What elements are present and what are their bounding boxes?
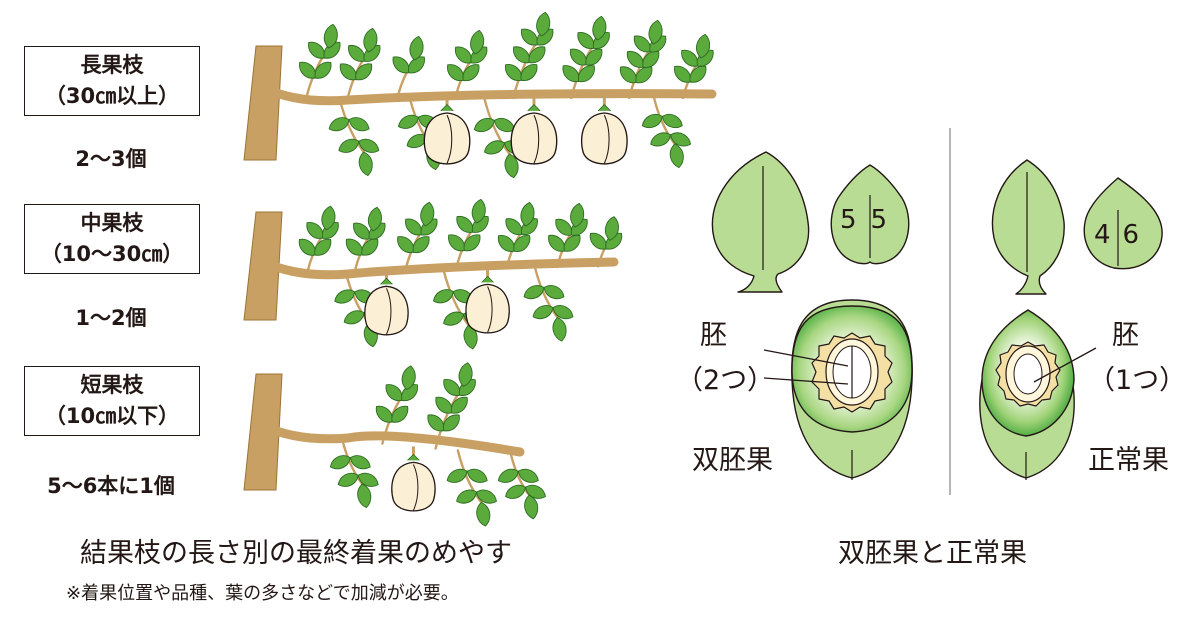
- normal-ratio-right: 6: [1122, 220, 1142, 250]
- long-branch-range: （30㎝以上）: [44, 84, 180, 108]
- branch-illustrations: [243, 11, 717, 527]
- double-embryo-embryo-label: 胚: [700, 320, 727, 351]
- normal-leaf-large: [991, 159, 1065, 295]
- short-branch-illustration: [243, 362, 546, 527]
- short-branch-range: （10㎝以下）: [44, 404, 180, 428]
- medium-branch-label: 中果枝 （10〜30㎝）: [24, 204, 200, 274]
- long-branch-count: 2〜3個: [75, 147, 147, 171]
- short-branch-name: 短果枝: [80, 373, 144, 397]
- double-embryo-embryo-count: （2つ）: [676, 365, 775, 396]
- normal-fruit-label: 正常果: [1088, 445, 1169, 476]
- double-embryo-ratio-right: 5: [870, 205, 890, 235]
- double-embryo-pointer-lines: [763, 349, 849, 385]
- double-embryo-ratio-left: 5: [840, 205, 859, 235]
- normal-embryo-label: 胚: [1112, 320, 1139, 351]
- medium-branch-name: 中果枝: [80, 211, 144, 235]
- double-embryo-ratio-leaf: [830, 164, 910, 265]
- normal-fruit-section: [979, 309, 1075, 480]
- long-branch-name: 長果枝: [80, 53, 144, 77]
- short-branch-count: 5〜6本に1個: [47, 474, 175, 498]
- normal-ratio-leaf: [1083, 177, 1163, 270]
- right-caption: 双胚果と正常果: [838, 538, 1027, 569]
- medium-branch-range: （10〜30㎝）: [40, 242, 184, 266]
- long-branch-label: 長果枝 （30㎝以上）: [24, 46, 200, 116]
- double-embryo-leaf-large: [711, 151, 810, 293]
- short-branch-label: 短果枝 （10㎝以下）: [24, 366, 200, 436]
- double-embryo-fruit-section: [791, 299, 913, 480]
- medium-branch-count: 1〜2個: [75, 306, 147, 330]
- left-note: ※着果位置や品種、葉の多さなどで加減が必要。: [66, 583, 459, 604]
- medium-branch-illustration: [243, 198, 623, 350]
- double-embryo-label: 双胚果: [692, 445, 773, 476]
- left-caption: 結果枝の長さ別の最終着果のめやす: [80, 538, 512, 569]
- normal-pointer-line: [1033, 347, 1097, 383]
- long-branch-illustration: [243, 11, 717, 179]
- normal-embryo-count: （1つ）: [1088, 365, 1187, 396]
- normal-ratio-left: 4: [1094, 220, 1113, 250]
